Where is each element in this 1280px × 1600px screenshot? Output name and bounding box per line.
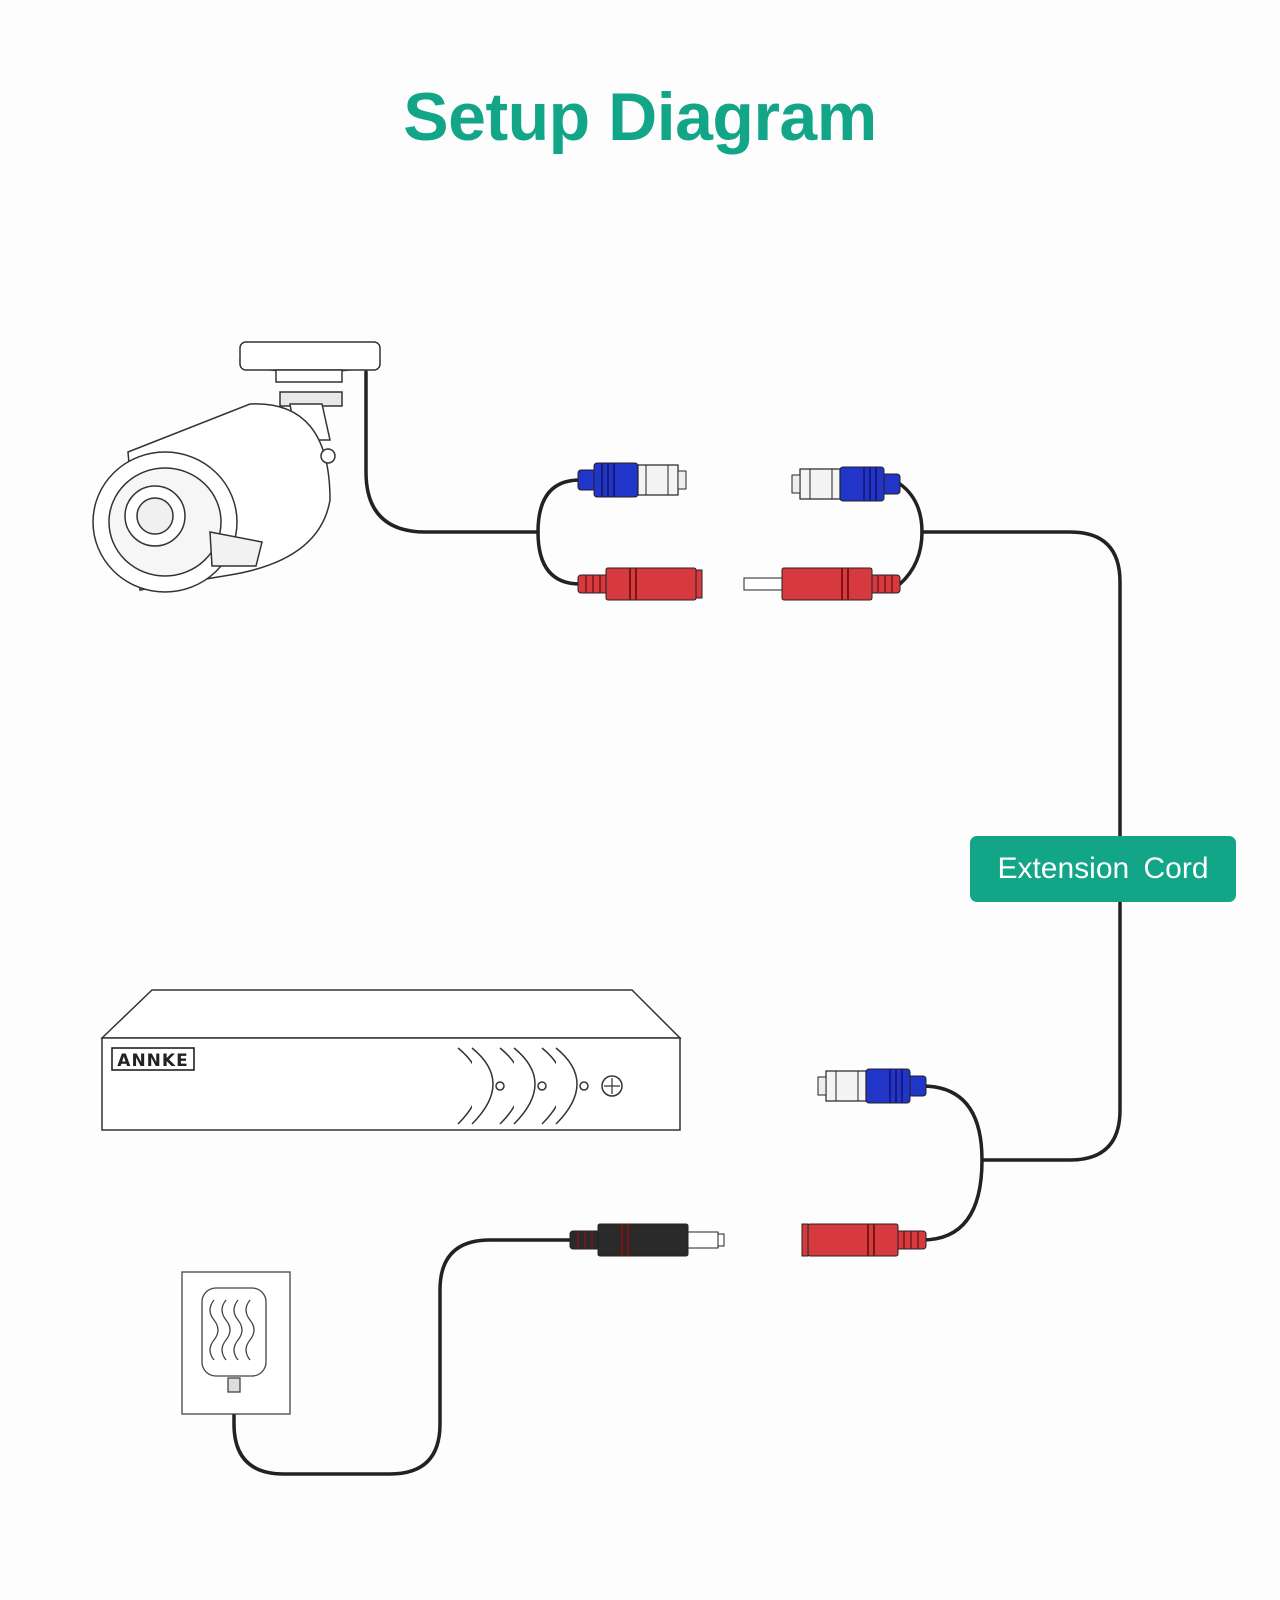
camera-video-connector [577,462,687,498]
camera-power-connector [577,567,703,601]
dvr-brand-logo: ANNKE [117,1051,188,1071]
extension-top-power-connector [743,567,901,601]
dvr-icon: ANNKE [100,989,682,1131]
camera-split-power [536,530,582,586]
cables [232,370,1122,1476]
camera-split-video [536,478,582,534]
power-adapter-icon [181,1271,291,1415]
extension-bottom-power-connector [801,1223,927,1257]
adapter-dc-connector [569,1223,725,1257]
extension-split-top [898,482,924,586]
bullet-camera-icon [92,341,381,593]
diagram-title: Setup Diagram [403,79,877,155]
adapter-cable [232,1238,572,1476]
extension-top-video-connector [791,466,901,502]
camera-cable [364,370,540,534]
extension-cord-label: Extension Cord [970,836,1236,902]
extension-split-bottom [920,1084,984,1242]
extension-bottom-video-connector [817,1068,927,1104]
